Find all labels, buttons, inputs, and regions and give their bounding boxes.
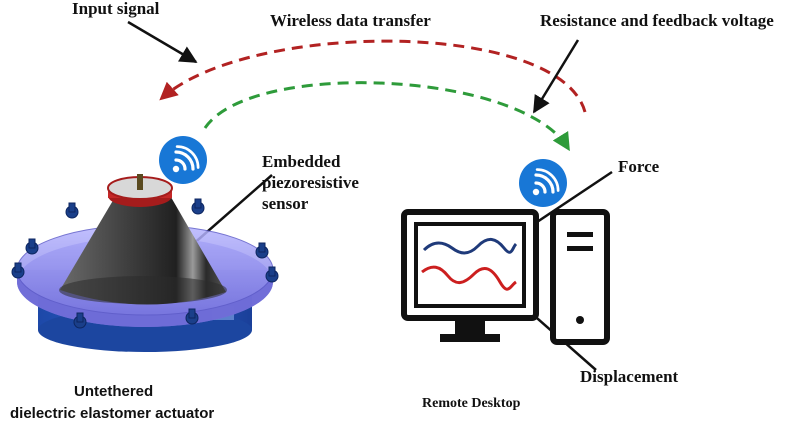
force-trace — [422, 238, 518, 255]
actuator-label-line1: Untethered — [74, 383, 154, 400]
wifi-icon — [159, 136, 207, 184]
sensor-label-line2: piezoresistive — [262, 173, 359, 192]
outgoing-signal-arrow — [159, 39, 587, 113]
sensor-label-line1: Embedded — [262, 152, 341, 171]
displacement-trace — [421, 265, 517, 291]
wifi-icon — [519, 159, 567, 207]
actuator-label-line2: dielectric elastomer actuator — [10, 405, 215, 422]
displacement-label: Displacement — [580, 367, 679, 386]
resistance-feedback-label: Resistance and feedback voltage — [540, 11, 774, 30]
wireless-transfer-label: Wireless data transfer — [270, 11, 431, 30]
remote-desktop-label: Remote Desktop — [422, 396, 521, 411]
actuator-device-icon — [11, 174, 279, 352]
input-signal-label: Input signal — [72, 0, 160, 18]
computer-tower-icon — [550, 209, 610, 345]
monitor-icon — [401, 209, 539, 342]
resistance-pointer — [532, 39, 580, 114]
sensor-label-line3: sensor — [262, 194, 309, 213]
force-label: Force — [618, 157, 660, 176]
input-signal-pointer — [127, 20, 198, 64]
incoming-signal-arrow — [203, 81, 570, 152]
